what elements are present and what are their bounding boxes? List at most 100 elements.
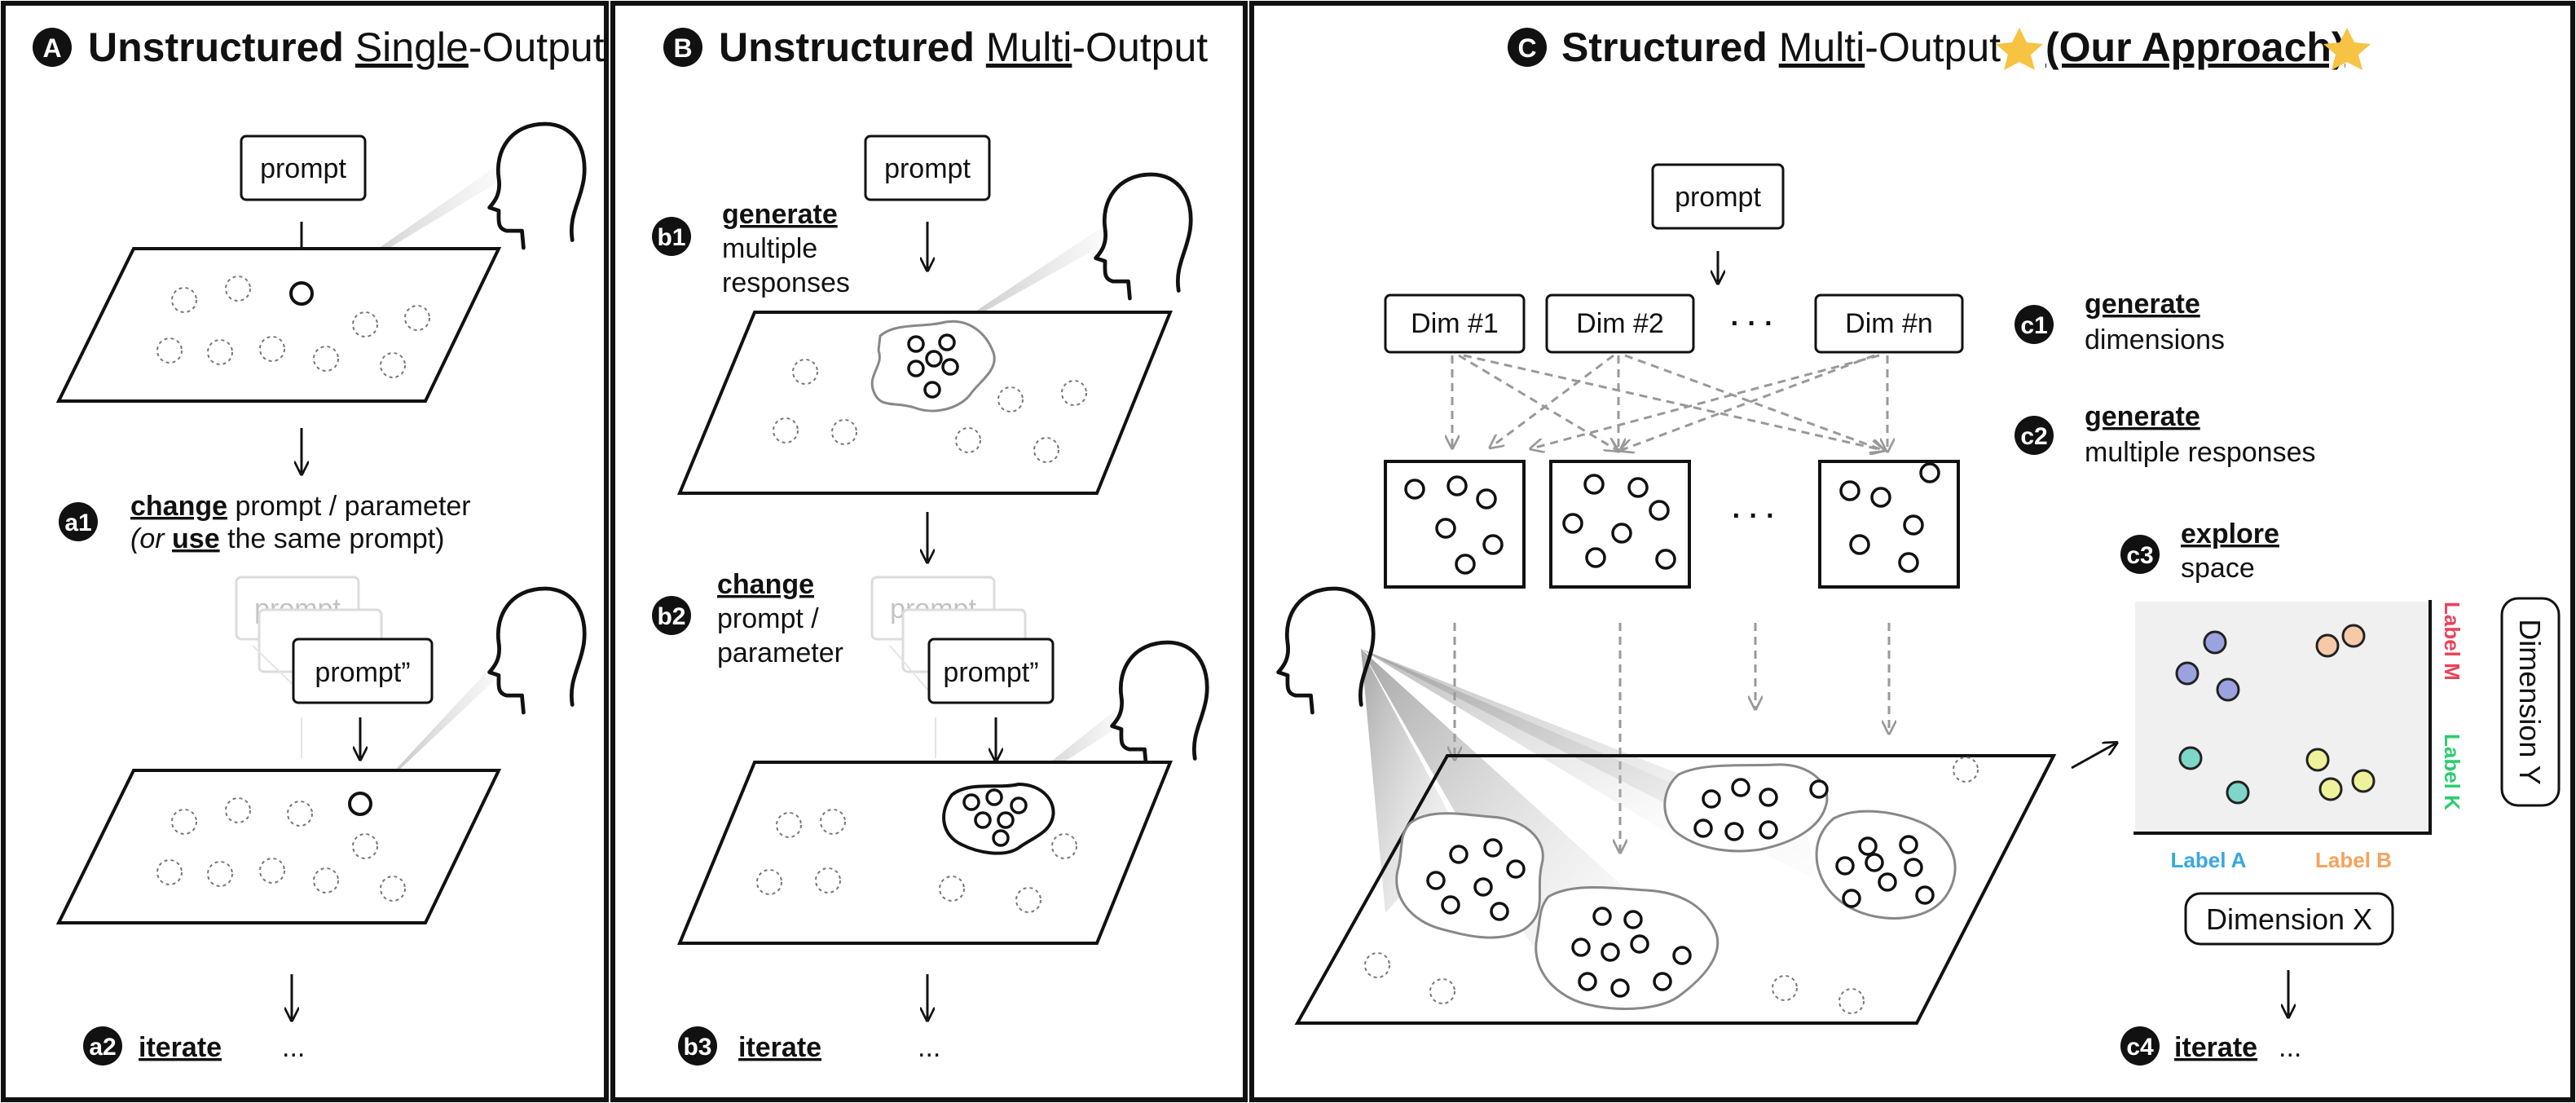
panel-c-title: Structured Multi-Output bbox=[1561, 24, 2001, 70]
panel-b-user-head-icon bbox=[1096, 174, 1191, 298]
svg-text:c4: c4 bbox=[2126, 1034, 2154, 1061]
panel-a-prompt-label: prompt bbox=[260, 153, 346, 184]
panel-b-user-head-icon-2 bbox=[1112, 642, 1208, 766]
panel-a-user-head-icon bbox=[490, 124, 585, 248]
response-box-n bbox=[1818, 460, 1960, 589]
dim-box-2 bbox=[1545, 293, 1695, 354]
explore-space-points bbox=[2175, 624, 2376, 805]
step-b2-line3: parameter bbox=[717, 638, 843, 668]
step-b3-ellipsis: ... bbox=[918, 1032, 940, 1063]
step-c4-verb: iterate bbox=[2174, 1032, 2257, 1063]
step-c4-ellipsis: ... bbox=[2279, 1032, 2301, 1063]
step-b3-verb: iterate bbox=[738, 1032, 821, 1063]
star-icon-left bbox=[1996, 28, 2043, 70]
step-b1-badge bbox=[652, 217, 691, 256]
step-a2-ellipsis: ... bbox=[282, 1032, 305, 1063]
step-c4-badge bbox=[2120, 1026, 2160, 1065]
step-c1-verb: generate bbox=[2085, 289, 2200, 320]
panel-c-prompt-box bbox=[1651, 163, 1785, 230]
step-b2-verb: change bbox=[717, 569, 814, 600]
svg-text:b1: b1 bbox=[657, 224, 685, 251]
star-icon-right bbox=[2323, 28, 2371, 70]
step-c1-badge bbox=[2015, 305, 2054, 344]
panel-a-dashed-points bbox=[156, 276, 430, 378]
svg-text:a2: a2 bbox=[89, 1034, 116, 1061]
panel-a-frame bbox=[1, 1, 609, 1102]
svg-text:a1: a1 bbox=[64, 510, 91, 536]
panel-a: A Unstructured Single-Output prompt a1 c… bbox=[33, 24, 605, 1065]
step-c2-badge bbox=[2015, 416, 2054, 455]
dimension-y-box bbox=[2500, 597, 2561, 807]
panel-b-frame bbox=[610, 1, 1248, 1102]
panel-b: B Unstructured Multi-Output prompt b1 ge… bbox=[652, 24, 1208, 1065]
step-c3-badge bbox=[2120, 535, 2160, 574]
label-m: Label M bbox=[2440, 602, 2464, 681]
panel-a-user-head-icon-2 bbox=[490, 589, 585, 713]
step-a1-badge bbox=[59, 502, 98, 541]
dimension-y-label: Dimension Y bbox=[2513, 619, 2547, 784]
label-k: Label K bbox=[2440, 734, 2464, 810]
panel-b-prompt-label: prompt bbox=[884, 153, 971, 184]
panel-b-letter: B bbox=[673, 33, 692, 63]
panel-c: C Structured Multi-Output (Our Approach)… bbox=[1279, 24, 2561, 1065]
dim-box-n bbox=[1814, 293, 1964, 354]
step-a2-verb: iterate bbox=[139, 1032, 222, 1063]
step-b3-badge bbox=[678, 1026, 717, 1065]
panel-b-output-space-2 bbox=[677, 761, 1173, 945]
svg-text:prompt: prompt bbox=[890, 593, 976, 624]
dimension-to-response-arrows bbox=[1452, 354, 1887, 450]
panel-a-selected-output-2 bbox=[348, 792, 372, 816]
svg-text:c2: c2 bbox=[2020, 423, 2047, 450]
step-b1-verb: generate bbox=[722, 199, 838, 230]
step-b1-line2: multiple bbox=[722, 233, 817, 264]
step-a1-line2: (or use the same prompt) bbox=[130, 523, 445, 554]
panel-c-title-highlight: (Our Approach) bbox=[2045, 24, 2345, 70]
panel-c-frame bbox=[1249, 1, 2575, 1102]
svg-text:b3: b3 bbox=[683, 1034, 711, 1061]
panel-a-prompt-box bbox=[240, 135, 367, 201]
response-ellipsis: · · · bbox=[1733, 501, 1776, 532]
panel-c-output-space bbox=[1294, 754, 2057, 1025]
svg-text:prompt: prompt bbox=[254, 593, 341, 624]
panel-a-output-space-2 bbox=[55, 769, 502, 924]
svg-text:Dim #2: Dim #2 bbox=[1576, 308, 1664, 339]
panel-b-revised-prompt-label: prompt” bbox=[943, 657, 1038, 688]
panel-b-prompt-box bbox=[864, 135, 991, 201]
panel-a-letter-badge bbox=[33, 28, 72, 67]
panel-a-gaze-beam-2 bbox=[368, 659, 505, 799]
label-a: Label A bbox=[2171, 848, 2247, 872]
panel-c-letter-badge bbox=[1508, 28, 1547, 67]
step-b2-badge bbox=[652, 596, 691, 635]
step-c1-line2: dimensions bbox=[2085, 324, 2225, 355]
svg-text:c1: c1 bbox=[2020, 312, 2047, 339]
step-c2-line2: multiple responses bbox=[2085, 437, 2315, 468]
svg-text:c3: c3 bbox=[2126, 542, 2153, 569]
dimension-x-box bbox=[2184, 892, 2394, 946]
dim-ellipsis: · · · bbox=[1731, 308, 1774, 339]
panel-c-letter: C bbox=[1517, 33, 1536, 63]
svg-text:Dim #1: Dim #1 bbox=[1411, 308, 1499, 339]
panel-a-letter: A bbox=[42, 33, 61, 63]
step-c3-verb: explore bbox=[2181, 518, 2279, 549]
panel-a-title: Unstructured Single-Output bbox=[88, 24, 605, 70]
panel-a-revised-prompt-box bbox=[292, 638, 434, 704]
step-b2-line2: prompt / bbox=[717, 603, 819, 634]
step-b1-line3: responses bbox=[722, 267, 850, 298]
explore-space-plot bbox=[2135, 602, 2430, 833]
panel-c-prompt-label: prompt bbox=[1675, 182, 1761, 213]
panel-b-letter-badge bbox=[663, 28, 702, 67]
panel-c-user-head-icon bbox=[1279, 589, 1374, 713]
panel-b-title: Unstructured Multi-Output bbox=[719, 24, 1208, 70]
svg-text:b2: b2 bbox=[657, 603, 685, 630]
step-c2-verb: generate bbox=[2085, 401, 2200, 432]
step-c3-line2: space bbox=[2181, 553, 2255, 584]
label-b: Label B bbox=[2315, 848, 2392, 872]
svg-text:Dim #n: Dim #n bbox=[1845, 308, 1933, 339]
panel-b-revised-prompt-box bbox=[927, 638, 1055, 704]
step-a2-badge bbox=[83, 1026, 122, 1065]
panel-a-output-space bbox=[55, 247, 502, 403]
panel-a-revised-prompt-label: prompt” bbox=[315, 657, 410, 688]
dim-box-1 bbox=[1384, 293, 1526, 354]
step-a1-line1: change prompt / parameter bbox=[130, 491, 471, 522]
